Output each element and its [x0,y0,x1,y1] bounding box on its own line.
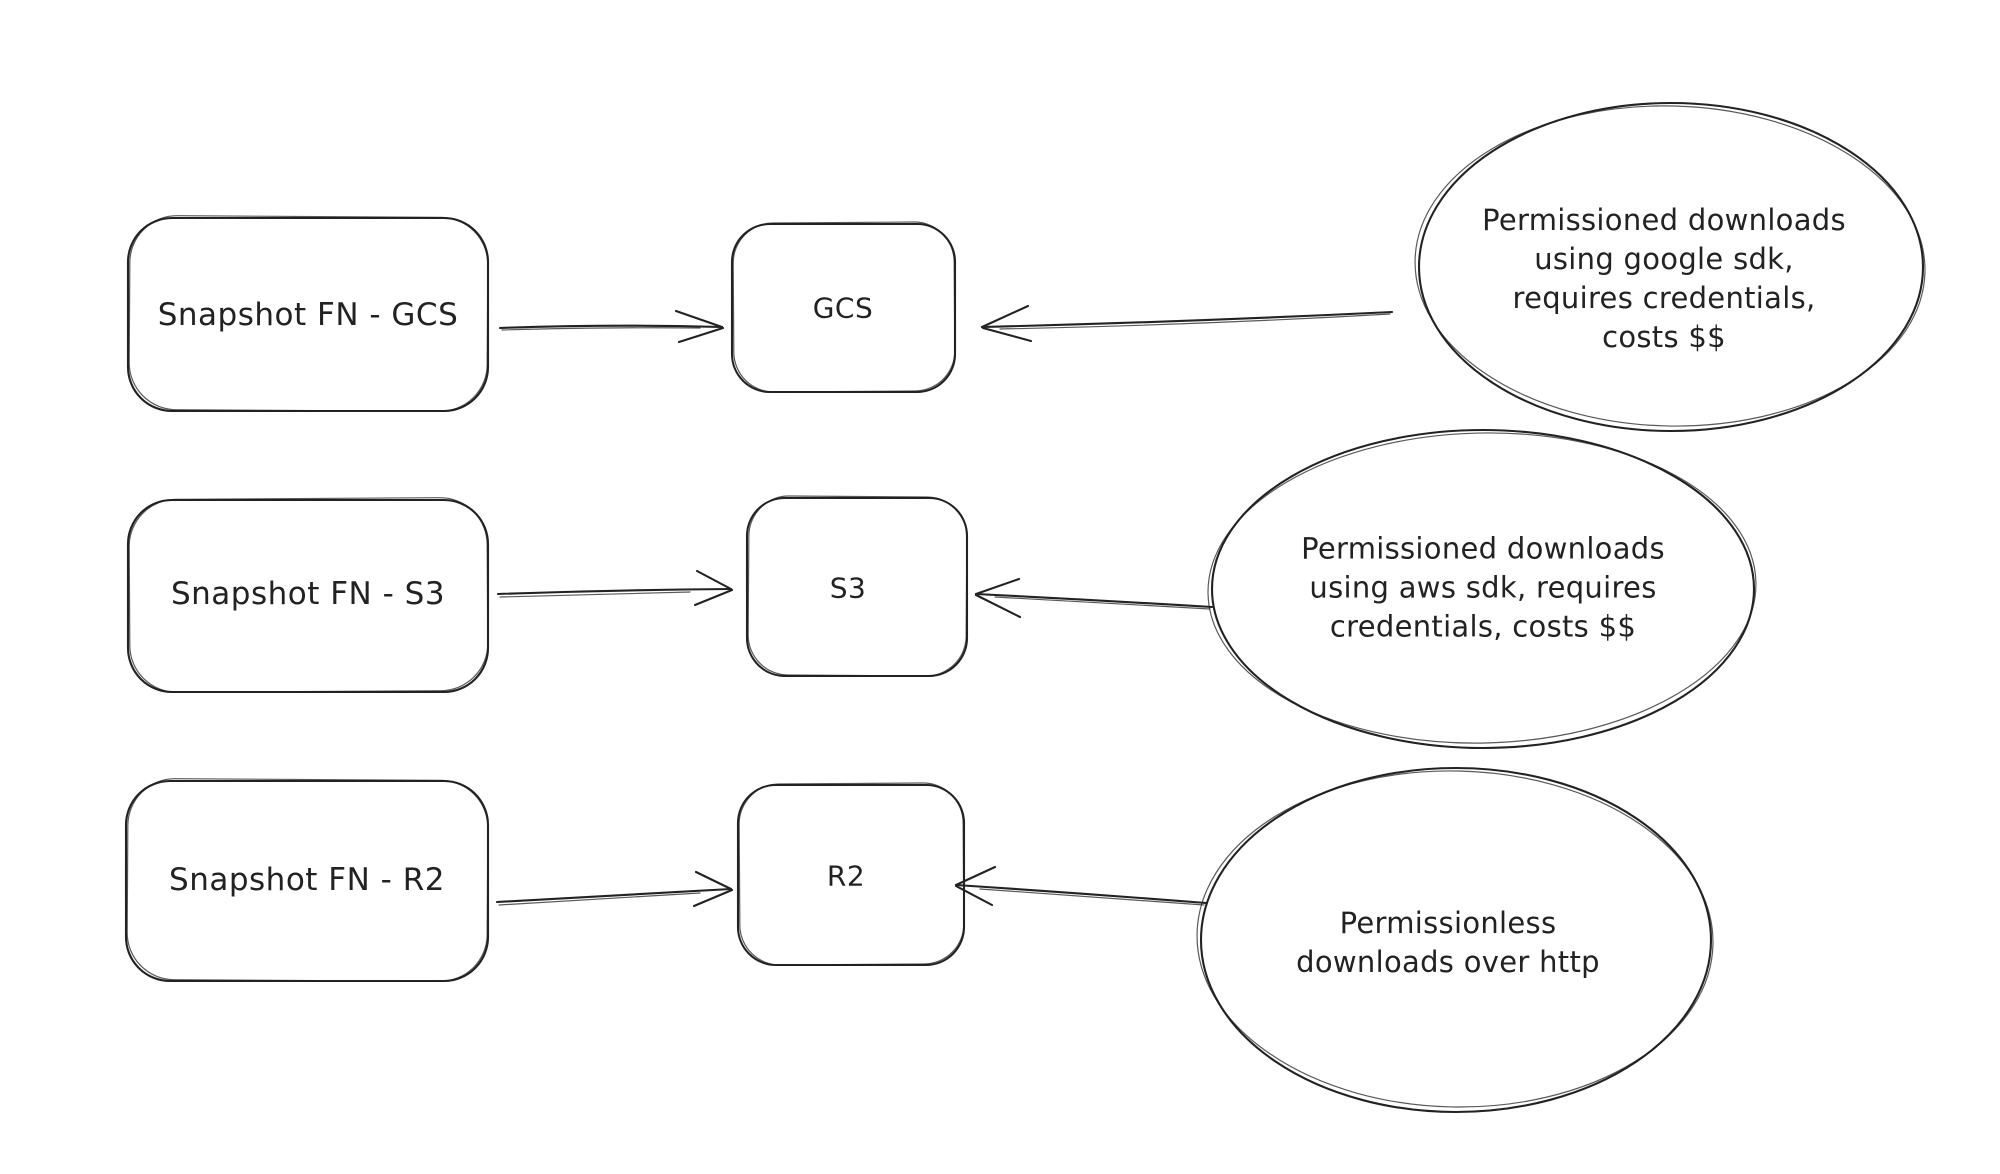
note-line: credentials, costs $$ [1329,609,1637,644]
node-label-snapshot-fn-s3: Snapshot FN - S3 [170,576,446,612]
row3-target-rect [736,782,966,967]
note-r2: Permissionless downloads over http [1296,904,1600,982]
note-line: using aws sdk, requires [1309,570,1657,605]
row2-target-rect [745,495,969,678]
note-line: costs $$ [1602,320,1726,354]
note-line: downloads over http [1296,945,1600,979]
row2-arrow-source-to-target [496,569,734,607]
node-label-snapshot-fn-gcs: Snapshot FN - GCS [157,297,459,333]
row1-arrow-note-to-target [980,304,1394,343]
row3-arrow-source-to-target [495,870,734,908]
node-label-snapshot-fn-r2: Snapshot FN - R2 [169,862,445,898]
note-line: Permissioned downloads [1301,531,1665,566]
note-line: using google sdk, [1534,242,1794,276]
row1-note-ellipse [1414,101,1926,433]
row2-arrow-note-to-target [974,577,1214,619]
row2-source-rect [126,497,490,694]
row1-arrow-source-to-target [498,309,725,344]
node-label-r2: R2 [826,859,866,893]
node-label-s3: S3 [829,571,867,605]
note-line: Permissionless [1339,906,1557,940]
node-label-gcs: GCS [812,291,874,325]
note-line: requires credentials, [1512,281,1816,315]
row3-note-ellipse [1196,766,1714,1114]
row3-source-rect [124,778,490,983]
row3-arrow-note-to-target [954,865,1208,907]
note-s3: Permissioned downloads using aws sdk, re… [1301,530,1665,647]
row1-source-rect [126,215,490,413]
row1-target-rect [730,221,957,394]
note-gcs: Permissioned downloads using google sdk,… [1482,201,1846,357]
note-line: Permissioned downloads [1482,203,1846,237]
row2-note-ellipse [1207,428,1757,750]
